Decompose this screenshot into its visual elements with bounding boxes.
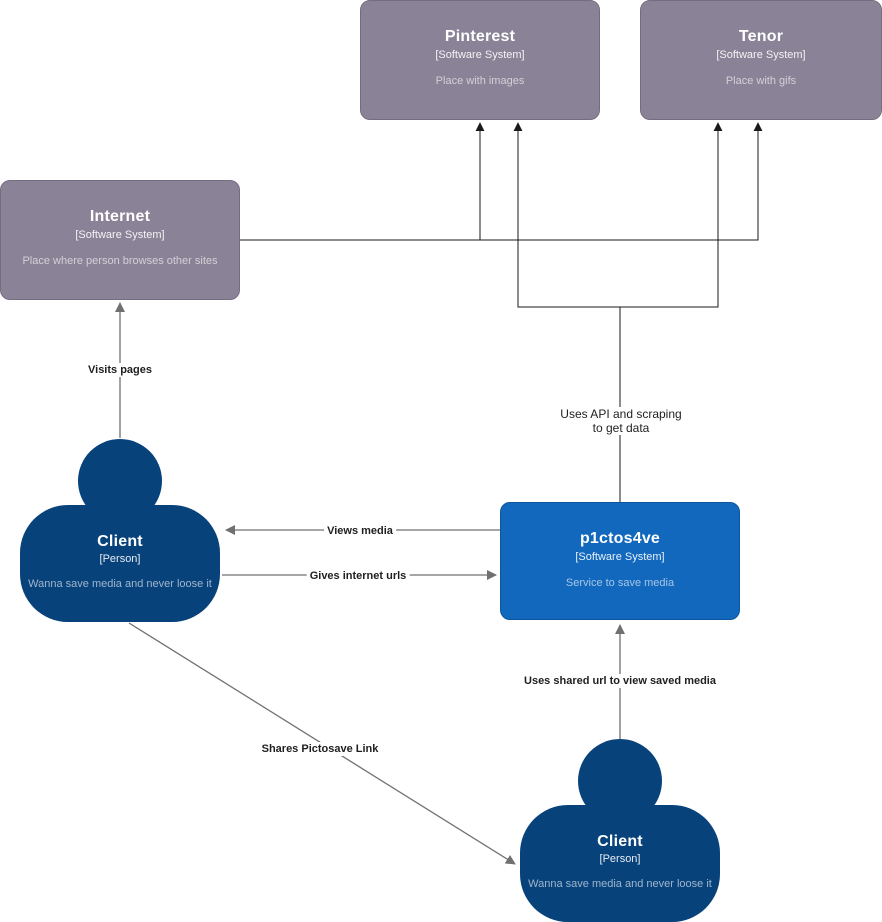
node-internet-title: Internet xyxy=(89,208,151,225)
edge-label-uses-api-line2: to get data xyxy=(592,421,650,435)
node-client-bottom-description: Wanna save media and never loose it xyxy=(528,878,712,890)
node-pinterest-type: [Software System] xyxy=(435,49,525,61)
edge-label-uses-api-line1: Uses API and scraping xyxy=(560,407,682,421)
node-client-bottom: Client [Person] Wanna save media and nev… xyxy=(520,739,720,922)
node-p1ctos4ve-title: p1ctos4ve xyxy=(579,530,661,547)
edge-p1ctos4ve-to-tenor xyxy=(619,122,723,502)
edge-internet-to-tenor xyxy=(240,122,763,241)
node-p1ctos4ve-description: Service to save media xyxy=(565,577,675,589)
node-tenor-description: Place with gifs xyxy=(725,75,797,87)
node-client-left-title: Client xyxy=(97,533,143,550)
node-client-bottom-title: Client xyxy=(597,833,643,850)
node-pinterest-title: Pinterest xyxy=(444,28,516,45)
node-tenor-title: Tenor xyxy=(738,28,784,45)
node-internet: Internet [Software System] Place where p… xyxy=(0,180,240,300)
edge-label-uses-api: Uses API and scraping to get data xyxy=(557,407,685,435)
edge-label-uses-shared-url: Uses shared url to view saved media xyxy=(521,674,719,688)
node-client-left: Client [Person] Wanna save media and nev… xyxy=(20,439,220,622)
node-p1ctos4ve: p1ctos4ve [Software System] Service to s… xyxy=(500,502,740,620)
node-client-left-type: [Person] xyxy=(99,553,141,565)
node-internet-type: [Software System] xyxy=(75,229,165,241)
node-tenor-type: [Software System] xyxy=(716,49,806,61)
node-tenor: Tenor [Software System] Place with gifs xyxy=(640,0,882,120)
node-p1ctos4ve-type: [Software System] xyxy=(575,551,665,563)
node-internet-description: Place where person browses other sites xyxy=(22,255,218,267)
node-pinterest: Pinterest [Software System] Place with i… xyxy=(360,0,600,120)
edge-label-visits-pages: Visits pages xyxy=(85,363,155,377)
node-client-left-body: Client [Person] Wanna save media and nev… xyxy=(20,505,220,622)
edge-p1ctos4ve-to-pinterest xyxy=(513,122,621,502)
node-client-left-description: Wanna save media and never loose it xyxy=(28,578,212,590)
edge-internet-to-pinterest xyxy=(240,122,485,241)
edge-label-shares-pictosave-link: Shares Pictosave Link xyxy=(258,742,382,756)
node-client-bottom-type: [Person] xyxy=(599,853,641,865)
node-pinterest-description: Place with images xyxy=(435,75,525,87)
edge-label-views-media: Views media xyxy=(324,524,396,538)
edge-label-gives-internet-urls: Gives internet urls xyxy=(306,569,410,583)
node-client-bottom-body: Client [Person] Wanna save media and nev… xyxy=(520,805,720,922)
